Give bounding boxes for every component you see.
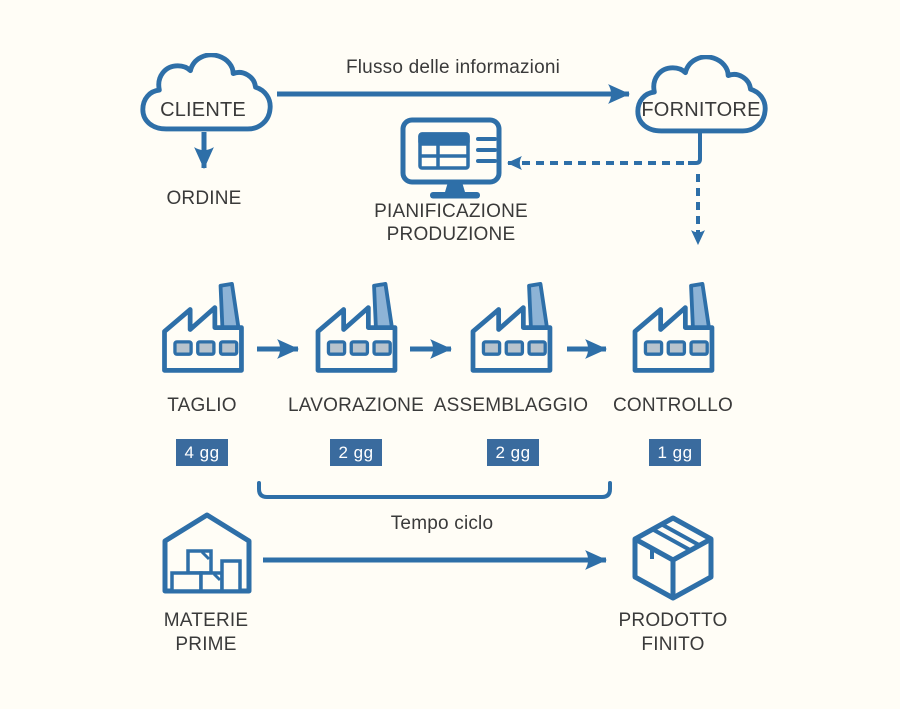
customer-label: CLIENTE	[160, 99, 246, 121]
duration-badge-lavorazione: 2 gg	[330, 439, 382, 466]
factory-icon-controllo	[635, 284, 712, 370]
finished-product-label-line1: PRODOTTO	[618, 610, 728, 631]
factory-icon-assemblaggio	[473, 284, 550, 370]
information-flow-label: Flusso delle informazioni	[345, 57, 561, 78]
supplier-label: FORNITORE	[641, 99, 761, 121]
step-label-lavorazione: LAVORAZIONE	[288, 395, 424, 416]
step-label-assemblaggio: ASSEMBLAGGIO	[433, 395, 589, 416]
cycle-time-bracket	[257, 481, 612, 499]
step-label-taglio: TAGLIO	[167, 395, 237, 416]
raw-materials-label-line2: PRIME	[175, 634, 237, 655]
raw-materials-label: MATERIE PRIME	[164, 609, 248, 657]
planning-label: PIANIFICAZIONE PRODUZIONE	[374, 200, 528, 246]
planning-label-line1: PIANIFICAZIONE	[374, 201, 528, 222]
raw-materials-label-line1: MATERIE	[163, 610, 249, 631]
cycle-time-label: Tempo ciclo	[390, 513, 494, 534]
supplier-connector-line	[688, 130, 702, 165]
duration-badge-taglio: 4 gg	[176, 439, 228, 466]
warehouse-icon	[162, 512, 252, 594]
order-label: ORDINE	[166, 188, 242, 209]
duration-badge-assemblaggio: 2 gg	[487, 439, 539, 466]
planning-monitor-icon	[400, 117, 502, 199]
step-label-controllo: CONTROLLO	[612, 395, 734, 416]
factory-icon-lavorazione	[318, 284, 395, 370]
duration-badge-controllo: 1 gg	[649, 439, 701, 466]
planning-label-line2: PRODUZIONE	[386, 224, 516, 245]
finished-product-box-icon	[632, 515, 714, 601]
factory-icon-taglio	[165, 284, 242, 370]
finished-product-label: PRODOTTO FINITO	[619, 609, 728, 657]
finished-product-label-line2: FINITO	[641, 634, 705, 655]
